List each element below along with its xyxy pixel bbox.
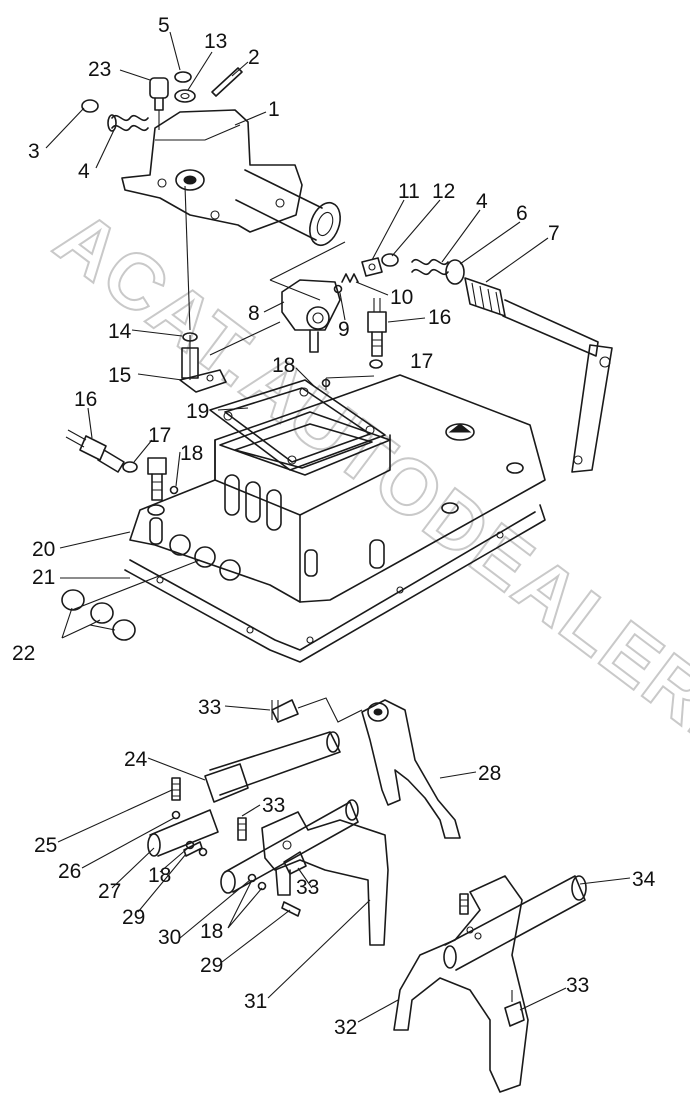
part-32-shift-fork bbox=[393, 875, 529, 1093]
part-17-oring-left bbox=[122, 461, 138, 473]
callout-32: 32 bbox=[334, 1016, 357, 1039]
callout-28: 28 bbox=[478, 762, 501, 785]
callout-33-mid: 33 bbox=[262, 794, 285, 817]
callout-27: 27 bbox=[98, 880, 121, 903]
part-29-pin-b bbox=[281, 901, 301, 917]
callout-17-upper: 17 bbox=[410, 350, 433, 373]
part-2-pin bbox=[211, 67, 243, 97]
callout-25: 25 bbox=[34, 834, 57, 857]
part-9-ball bbox=[333, 284, 343, 294]
callout-2: 2 bbox=[248, 46, 260, 69]
part-1-top-cover bbox=[121, 109, 341, 247]
part-26-ball bbox=[171, 810, 181, 820]
callout-10: 10 bbox=[390, 286, 413, 309]
part-30-shift-rail bbox=[220, 799, 359, 894]
part-34-shift-rail bbox=[443, 875, 587, 971]
watermark: ACAT.AUTODEALER.RU bbox=[40, 193, 690, 826]
callout-24: 24 bbox=[124, 748, 148, 771]
callout-18-mid: 18 bbox=[148, 864, 171, 887]
callout-31: 31 bbox=[244, 990, 267, 1013]
callout-22: 22 bbox=[12, 642, 35, 665]
callout-18-lower: 18 bbox=[200, 920, 223, 943]
part-18-ball-e bbox=[247, 873, 257, 883]
callout-9: 9 bbox=[338, 318, 350, 341]
part-21-gasket bbox=[124, 504, 546, 663]
part-4-spring-right bbox=[411, 258, 449, 276]
bolt-left bbox=[147, 457, 167, 516]
part-33-sensor-lower bbox=[283, 851, 307, 875]
callout-3: 3 bbox=[28, 140, 40, 163]
callout-8: 8 bbox=[248, 302, 260, 325]
callout-34: 34 bbox=[632, 868, 656, 891]
callout-16-left: 16 bbox=[74, 388, 97, 411]
part-33-sensor-mid bbox=[237, 817, 247, 841]
part-28-shift-fork bbox=[361, 699, 461, 839]
part-5-washer bbox=[174, 71, 192, 83]
part-18-ball-b bbox=[169, 485, 179, 495]
callout-4-left: 4 bbox=[78, 160, 90, 183]
part-16-switch-upper bbox=[367, 298, 387, 357]
part-18-ball-d bbox=[198, 847, 208, 857]
callout-14: 14 bbox=[108, 320, 132, 343]
callout-23: 23 bbox=[88, 58, 111, 81]
callout-16-upper: 16 bbox=[428, 306, 451, 329]
callout-21: 21 bbox=[32, 566, 55, 589]
callout-5: 5 bbox=[158, 14, 170, 37]
leader-lines bbox=[45, 31, 631, 1023]
part-6-collar bbox=[445, 259, 465, 285]
callout-18-upper: 18 bbox=[272, 354, 295, 377]
part-23-plug bbox=[149, 77, 169, 130]
callout-33-bottom: 33 bbox=[566, 974, 589, 997]
callout-4-right: 4 bbox=[476, 190, 488, 213]
part-13-washer bbox=[174, 89, 196, 103]
callout-11: 11 bbox=[398, 180, 420, 203]
callout-30: 30 bbox=[158, 926, 181, 949]
callout-29-upper: 29 bbox=[122, 906, 145, 929]
part-12-nut bbox=[381, 253, 399, 267]
callout-18-left: 18 bbox=[180, 442, 203, 465]
part-33-sensor-top bbox=[271, 699, 299, 723]
callout-17-left: 17 bbox=[148, 424, 171, 447]
part-15-lever bbox=[179, 347, 227, 393]
callout-33-lower: 33 bbox=[296, 876, 319, 899]
callout-7: 7 bbox=[548, 222, 560, 245]
callout-6: 6 bbox=[516, 202, 528, 225]
part-7-shift-shaft bbox=[464, 277, 613, 473]
part-14-ring bbox=[182, 332, 198, 342]
part-16-switch-left bbox=[65, 429, 125, 473]
callout-labels: 5 13 23 2 1 3 4 11 12 4 6 7 10 8 9 16 14… bbox=[12, 14, 656, 1039]
callout-15: 15 bbox=[108, 364, 131, 387]
part-4-spring bbox=[107, 114, 149, 132]
part-19-gasket bbox=[209, 379, 386, 471]
part-33-sensor-bottom bbox=[504, 990, 525, 1027]
callout-33-top: 33 bbox=[198, 696, 221, 719]
callout-29-lower: 29 bbox=[200, 954, 223, 977]
callout-26: 26 bbox=[58, 860, 81, 883]
part-31-shift-fork bbox=[261, 811, 389, 946]
spring-upper-fork bbox=[459, 893, 469, 915]
part-18-ball-f bbox=[257, 881, 267, 891]
part-25-detent-spring bbox=[171, 777, 181, 801]
callout-13: 13 bbox=[204, 30, 227, 53]
part-17-oring-upper bbox=[369, 359, 383, 369]
part-20-housing bbox=[129, 374, 546, 603]
callout-12: 12 bbox=[432, 180, 455, 203]
part-24-shift-rail bbox=[147, 731, 341, 857]
callout-20: 20 bbox=[32, 538, 55, 561]
callout-1: 1 bbox=[268, 98, 280, 121]
part-11-clip bbox=[361, 257, 383, 277]
part-10-spring bbox=[341, 273, 359, 283]
part-8-block bbox=[281, 279, 341, 353]
callout-19: 19 bbox=[186, 400, 209, 423]
part-3-nut bbox=[81, 99, 99, 113]
